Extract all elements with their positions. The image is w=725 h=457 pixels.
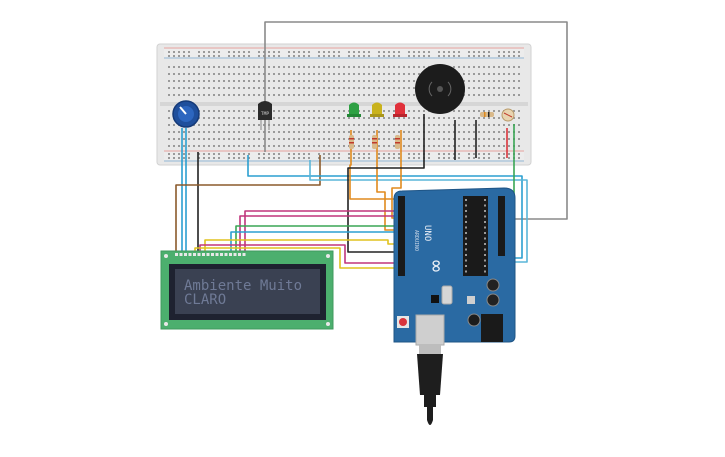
wire-orange-led-green: [349, 130, 398, 200]
lcd-line-1: Ambiente Muito: [184, 278, 302, 294]
wire-magenta-1: [244, 210, 398, 253]
wire-blue-lcd: [230, 231, 398, 253]
lcd-pin-header: [175, 253, 246, 256]
usb-cable: [417, 344, 443, 425]
wire-cyan-rail: [247, 155, 523, 259]
resistors[interactable]: [349, 112, 494, 149]
reset-button[interactable]: [397, 316, 409, 328]
led-green[interactable]: [347, 102, 361, 118]
brand-label: ARDUINO: [413, 230, 419, 251]
board-label: UNO: [422, 225, 432, 241]
wire-green-lcd: [235, 225, 398, 253]
led-red[interactable]: [393, 102, 407, 118]
photoresistor[interactable]: [501, 108, 515, 122]
wire-cyan-rail-2: [309, 160, 528, 263]
usb-port[interactable]: [415, 314, 445, 346]
piezo-buzzer[interactable]: [415, 64, 465, 114]
atmega-chip-pins: [465, 199, 486, 273]
potentiometer[interactable]: [172, 100, 200, 128]
wire-brown: [175, 155, 321, 253]
wires: [175, 21, 568, 269]
temperature-sensor[interactable]: TMP: [258, 101, 272, 130]
tmp-label: TMP: [261, 111, 269, 117]
arduino-uno[interactable]: UNO ARDUINO ∞: [393, 187, 516, 346]
infinity-logo: ∞: [425, 260, 449, 272]
wire-orange-led-yellow: [376, 130, 398, 231]
wire-black-buzzer: [347, 114, 425, 253]
led-yellow[interactable]: [370, 102, 384, 118]
lcd-line-2: CLARO: [184, 292, 226, 308]
breadboard[interactable]: [156, 43, 532, 166]
lcd-module[interactable]: Ambiente Muito CLARO: [160, 250, 334, 330]
wire-gray-temp-signal: [264, 21, 568, 220]
wire-yellow-lcd-low: [194, 247, 398, 269]
